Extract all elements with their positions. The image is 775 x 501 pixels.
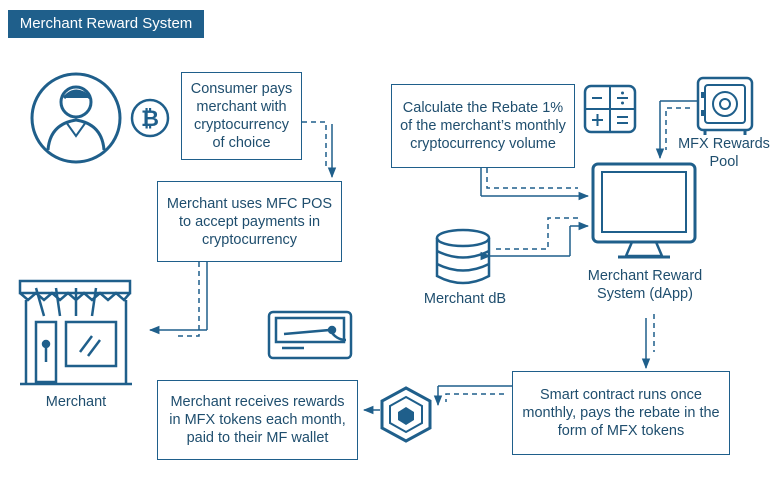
- calculate-rebate-box: Calculate the Rebate 1% of the merchant’…: [391, 84, 575, 168]
- merchant-pos-box: Merchant uses MFC POS to accept payments…: [157, 181, 342, 262]
- safe-vault-icon: [696, 76, 754, 135]
- consumer-pays-box: Consumer pays merchant with cryptocurren…: [181, 72, 302, 160]
- merchant-db-label: Merchant dB: [423, 291, 507, 307]
- diagram-title: Merchant Reward System: [8, 10, 204, 38]
- calculator-icon: [583, 84, 637, 134]
- merchant-label: Merchant: [45, 394, 107, 410]
- computer-monitor-icon: [591, 162, 697, 259]
- bitcoin-icon: ₿: [130, 98, 170, 138]
- merchant-receives-box: Merchant receives rewards in MFX tokens …: [157, 380, 358, 460]
- reward-system-label: Merchant Reward System (dApp): [587, 268, 703, 302]
- wallet-icon: [267, 310, 353, 360]
- smart-contract-box: Smart contract runs once monthly, pays t…: [512, 371, 730, 455]
- hexagon-token-icon: [380, 386, 432, 443]
- user-avatar-icon: [30, 72, 122, 164]
- rewards-pool-label: MFX Rewards Pool: [678, 136, 770, 170]
- svg-text:₿: ₿: [141, 107, 159, 132]
- storefront-icon: [18, 279, 132, 386]
- database-icon: [435, 228, 491, 285]
